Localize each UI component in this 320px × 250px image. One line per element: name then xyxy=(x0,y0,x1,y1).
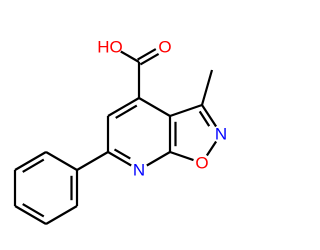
bond-c_ring_top-c_ring_upper_left xyxy=(107,97,140,117)
bond-c3_isoxazole-c_fused_top xyxy=(169,103,203,118)
bond-c_fused_bottom-o_isoxazole xyxy=(169,150,194,162)
bond-c_ring_lower_left-n_pyridine-inner xyxy=(113,148,131,160)
bond-ph_c5-ph_c6 xyxy=(45,205,78,225)
atom-label-o-hydroxyl: HO xyxy=(97,38,123,57)
bond-c_fused_top-c_ring_top xyxy=(138,97,171,117)
atom-label-o-isoxazole: O xyxy=(195,154,208,173)
bond-ph_c2-ph_c3 xyxy=(14,151,47,171)
bond-n_isoxazole-c3_isoxazole xyxy=(201,104,218,128)
bond-ph_c2-ph_c3-inner xyxy=(22,158,45,173)
bond-c_carboxyl-o_carbonyl-b xyxy=(137,48,157,61)
atom-label-n-isoxazole: N xyxy=(215,125,227,144)
bond-o_isoxazole-n_isoxazole xyxy=(205,140,218,157)
bond-c_ring_lower_left-n_pyridine xyxy=(107,151,132,167)
bond-c3_isoxazole-c_methyl xyxy=(200,69,214,106)
bond-ph_c1-ph_c2 xyxy=(45,151,78,171)
bond-c_ring_lower_left-ph_c1 xyxy=(76,151,109,171)
atom-label-o-carbonyl: O xyxy=(158,38,171,57)
atom-label-n-pyridine: N xyxy=(133,161,145,180)
bond-c_carboxyl-o_hydroxyl xyxy=(120,50,140,63)
bonds-layer xyxy=(13,48,218,225)
bond-c_carboxyl-o_carbonyl-a xyxy=(139,52,160,66)
bond-c_ring_top-c_ring_upper_left-inner xyxy=(115,104,138,119)
bond-ph_c4-ph_c5 xyxy=(14,205,47,225)
bond-ph_c4-ph_c5-inner xyxy=(22,203,45,218)
bond-n_pyridine-c_fused_bottom xyxy=(146,151,171,167)
bond-n_isoxazole-c3_isoxazole-inner xyxy=(198,110,211,127)
